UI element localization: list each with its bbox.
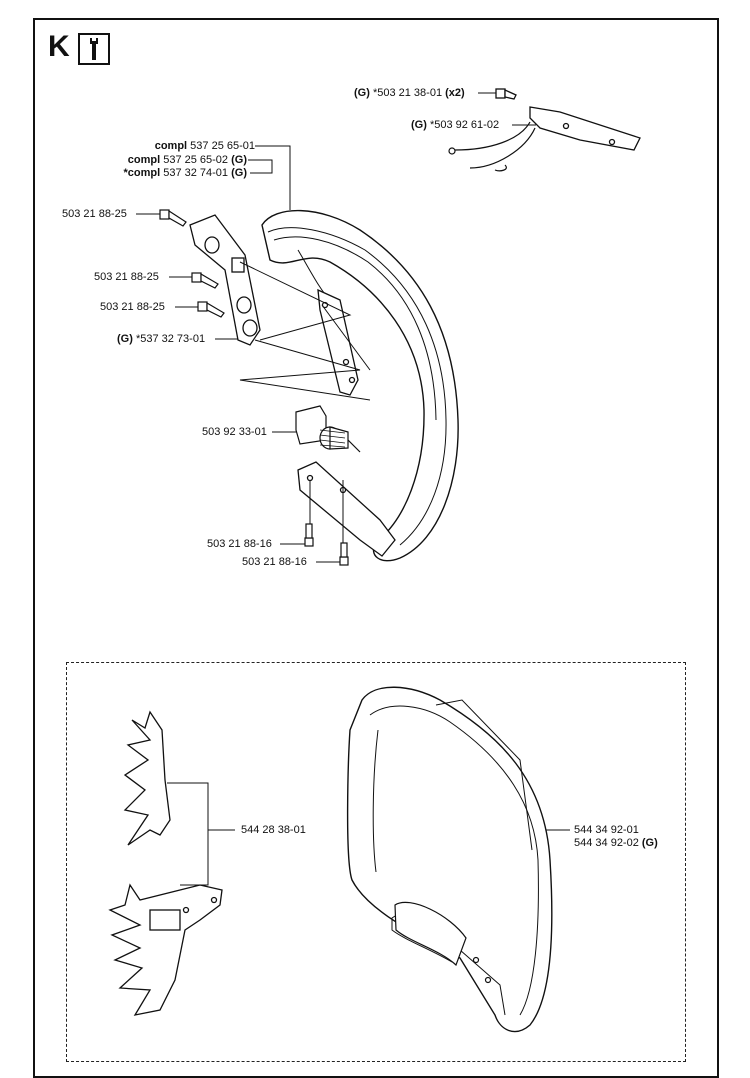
label-screw-e: 503 21 88-16 — [242, 556, 307, 568]
label-top-bracket: (G) *503 92 61-02 — [411, 119, 500, 131]
exploded-parts-drawing — [108, 88, 641, 1033]
label-screw-a: 503 21 88-25 — [62, 208, 127, 220]
label-compl-2: compl 537 25 65-02 (G) — [127, 154, 247, 166]
label-compl-3: *compl 537 32 74-01 (G) — [123, 167, 247, 179]
label-screw-d: 503 21 88-16 — [207, 538, 272, 550]
label-compl-1: compl 537 25 65-01 — [154, 140, 255, 152]
label-handle-1: 544 34 92-01 — [574, 824, 639, 836]
label-spike: 544 28 38-01 — [241, 824, 306, 836]
section-letter: K — [48, 30, 70, 63]
wrench-icon — [78, 33, 110, 65]
label-spring: 503 92 33-01 — [202, 426, 267, 438]
label-handle-2: 544 34 92-02 (G) — [574, 837, 658, 849]
label-screw-b: 503 21 88-25 — [94, 271, 159, 283]
label-screw-c: 503 21 88-25 — [100, 301, 165, 313]
label-top-bolt: (G) *503 21 38-01 (x2) — [354, 87, 465, 99]
label-bracket-g: (G) *537 32 73-01 — [117, 333, 206, 345]
